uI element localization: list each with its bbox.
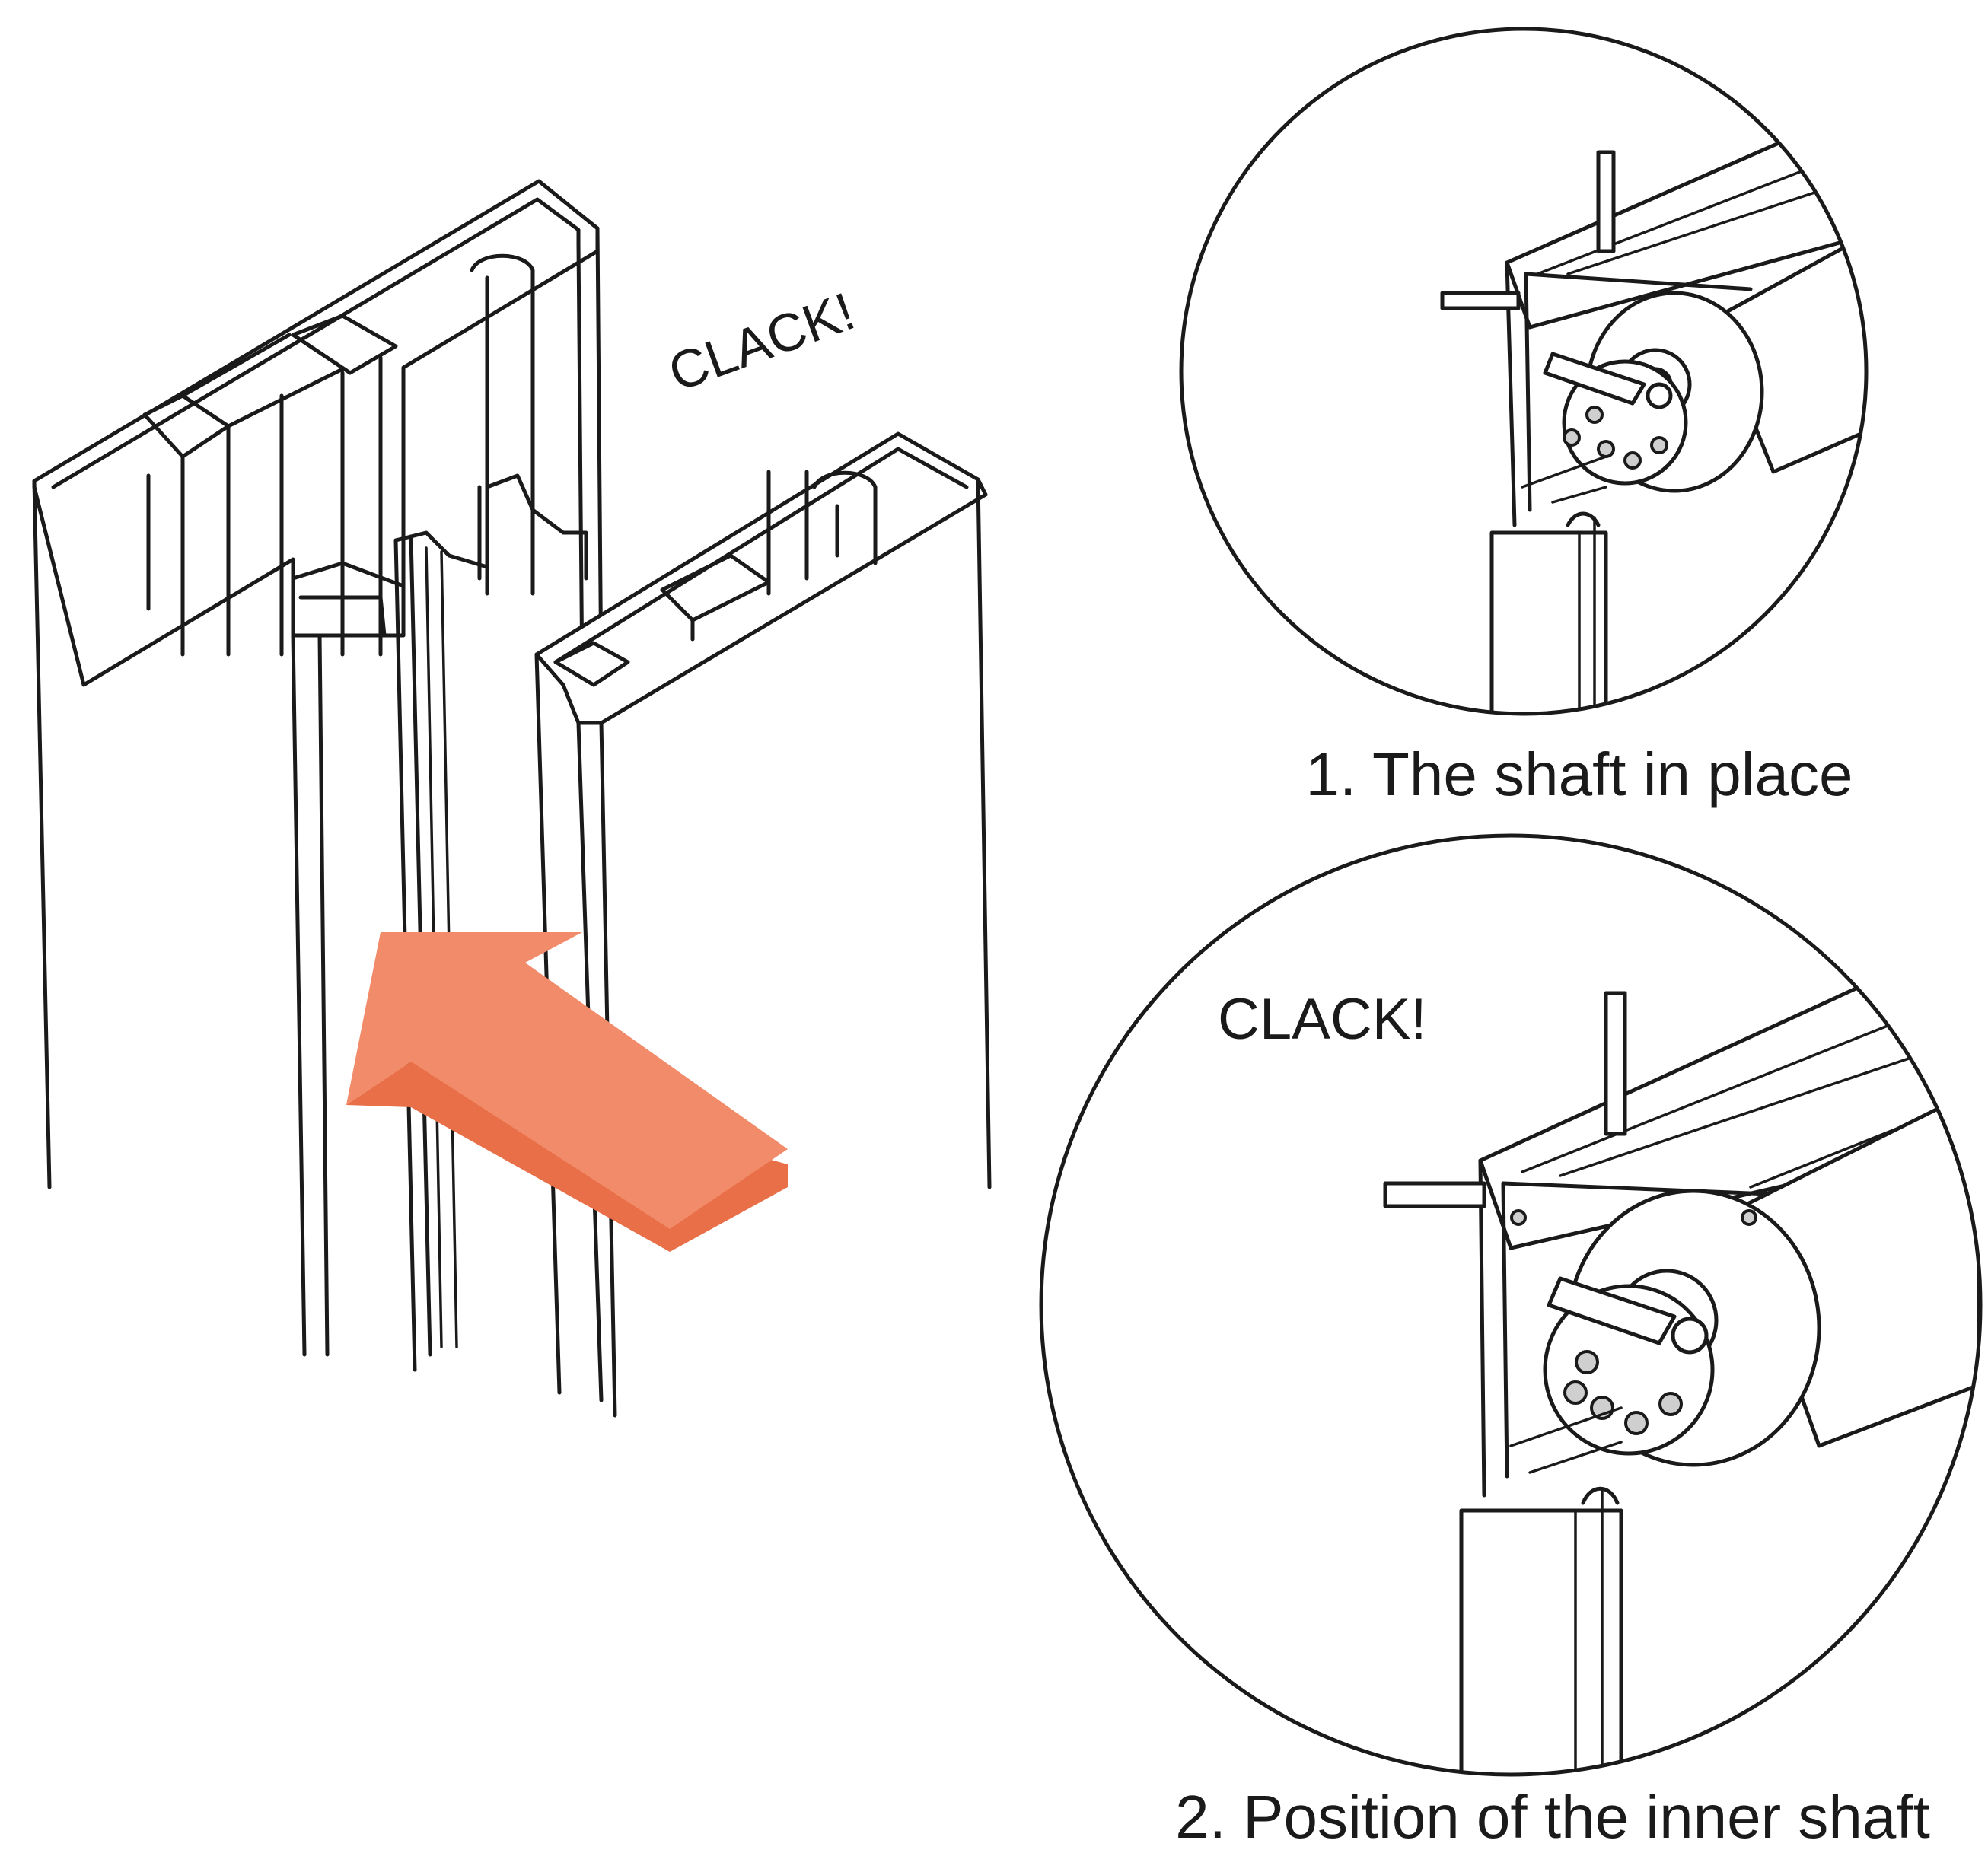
detail-circle-1: 1. The shaft in place — [1179, 27, 1869, 808]
profile-assembly: CLACK! — [32, 179, 992, 1418]
center-channel — [393, 473, 588, 1372]
detail-2-caption: 2. Position of the inner shaft — [1175, 1783, 1930, 1851]
detail-circle-2-frame — [1039, 833, 1983, 1777]
insertion-arrow — [346, 932, 788, 1252]
clack-label-main: CLACK! — [661, 281, 862, 403]
arrow-body — [346, 932, 788, 1229]
detail-circle-2: CLACK! 2. Position of the inner shaft — [1039, 833, 1983, 1851]
detail-circle-1-frame — [1179, 27, 1869, 716]
detail-1-caption: 1. The shaft in place — [1306, 740, 1853, 808]
right-profile — [485, 431, 992, 1418]
left-profile — [32, 179, 604, 1357]
clack-label-detail-2: CLACK! — [1218, 987, 1427, 1052]
